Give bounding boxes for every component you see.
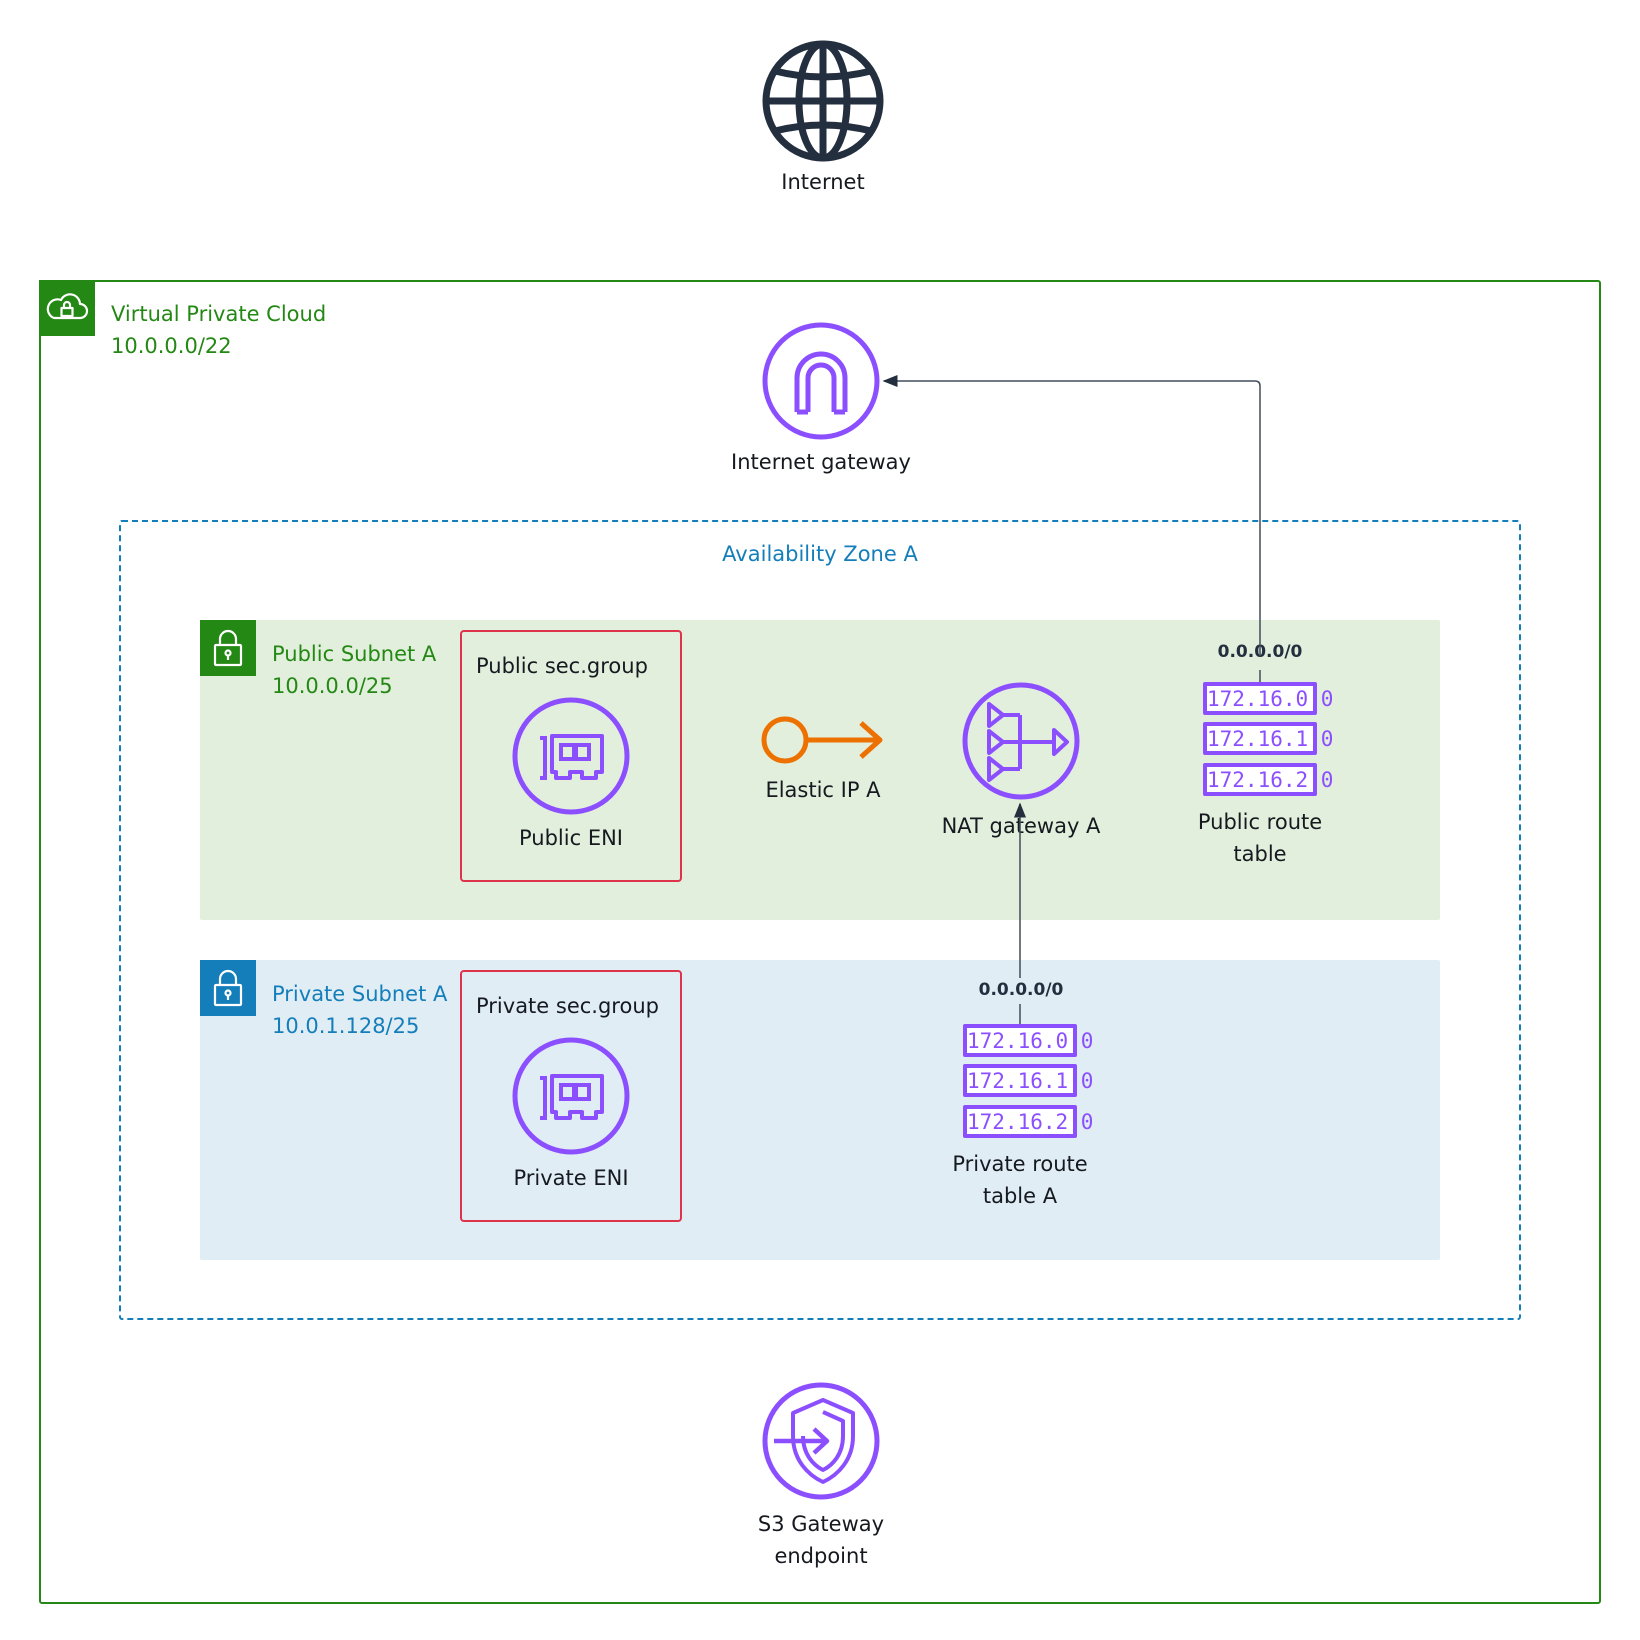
internet-label: Internet [781,170,865,194]
private-security-group-label: Private sec.group [476,994,659,1018]
s3-endpoint-label-line1: S3 Gateway [757,1512,885,1536]
public-route-table-label-line2: table [1233,842,1287,866]
private-route-entry: 172.16.1.0 [963,1064,1093,1097]
public-route-entry: 172.16.1.0 [1203,722,1333,755]
network-interface-icon [512,697,630,815]
public-security-group-label: Public sec.group [476,654,648,678]
lock-icon [213,969,243,1007]
public-route-entry: 172.16.0.0 [1203,682,1333,715]
private-eni-node [510,1035,632,1157]
elastic-ip-label: Elastic IP A [765,778,881,802]
private-route-table-label-line2: table A [982,1184,1058,1208]
internet-gateway-icon [762,322,880,440]
vpc-badge [39,280,95,336]
public-subnet-badge [200,620,256,676]
availability-zone-group [119,520,1521,1320]
private-route-entry: 172.16.0.0 [963,1024,1093,1057]
nat-gateway-icon [962,682,1080,800]
private-eni-label: Private ENI [513,1166,629,1190]
public-subnet-title: Public Subnet A [272,642,437,666]
private-route-destination: 0.0.0.0/0 [978,980,1064,1000]
public-route-table-label-line1: Public route [1197,810,1323,834]
cloud-lock-icon [46,293,89,320]
public-subnet-cidr: 10.0.0.0/25 [272,674,393,698]
vpc-title: Virtual Private Cloud [111,302,327,326]
elastic-ip-node [760,712,886,772]
private-subnet-badge [200,960,256,1016]
availability-zone-label: Availability Zone A [722,542,918,566]
public-route-to-igw-connector [882,375,1261,682]
elastic-ip-icon [761,716,883,764]
internet-gateway-label: Internet gateway [731,450,911,474]
s3-endpoint-node [760,1380,882,1502]
private-route-entry: 172.16.2.0 [963,1105,1093,1138]
public-route-table-node: 172.16.0.0 172.16.1.0 172.16.2.0 [1203,682,1333,804]
s3-endpoint-icon [762,1382,880,1500]
public-eni-label: Public ENI [519,826,623,850]
vpc-cidr: 10.0.0.0/22 [111,334,232,358]
private-route-table-label-line1: Private route [952,1152,1088,1176]
nat-gateway-node [960,680,1082,802]
private-subnet-title: Private Subnet A [272,982,448,1006]
internet-node [760,38,886,164]
s3-endpoint-label-line2: endpoint [774,1544,868,1568]
globe-icon [762,40,884,162]
private-subnet-cidr: 10.0.1.128/25 [272,1014,420,1038]
public-route-entry: 172.16.2.0 [1203,763,1333,796]
lock-icon [213,629,243,667]
nat-gateway-label: NAT gateway A [941,814,1101,838]
public-security-group [460,630,682,882]
vpc-group [39,280,1601,1604]
private-subnet-group [200,960,1440,1260]
private-security-group [460,970,682,1222]
public-eni-node [510,695,632,817]
network-interface-icon [512,1037,630,1155]
internet-gateway-node [760,320,882,442]
private-route-table-node: 172.16.0.0 172.16.1.0 172.16.2.0 [963,1024,1093,1146]
